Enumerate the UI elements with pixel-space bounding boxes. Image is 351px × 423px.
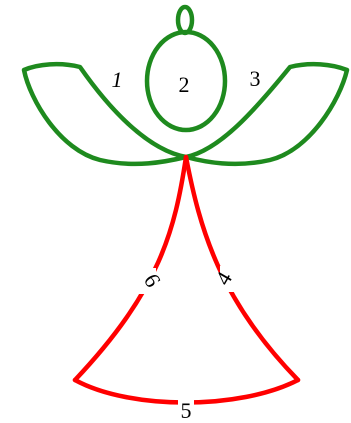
chain-6	[72, 154, 189, 383]
left-wing-ring-1	[21, 61, 189, 167]
chain-4	[183, 154, 301, 383]
label-2: 2	[179, 72, 190, 97]
label-3: 3	[250, 66, 261, 91]
right-wing-ring-3	[183, 61, 350, 167]
top-picot-loop	[175, 4, 195, 36]
center-ring-2	[144, 29, 228, 133]
label-knockouts	[110, 66, 264, 418]
labels: 1 2 3 4 5 6	[112, 66, 261, 423]
label-1: 1	[112, 67, 123, 92]
green-rings	[21, 4, 350, 167]
label-5: 5	[181, 398, 192, 418]
red-chains	[72, 154, 301, 405]
